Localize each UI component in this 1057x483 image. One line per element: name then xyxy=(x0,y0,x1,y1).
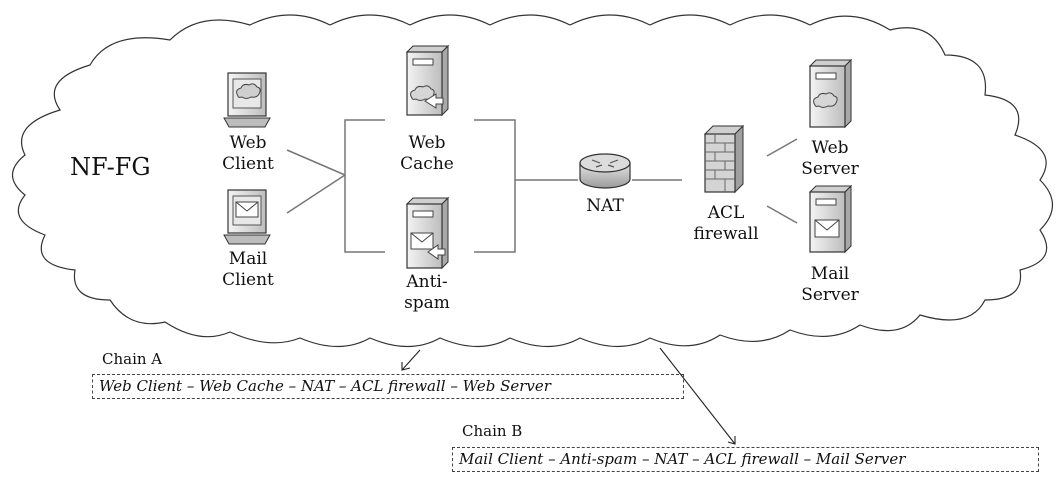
web-cache-icon xyxy=(405,44,450,117)
nat-label: NAT xyxy=(565,196,645,217)
mail-client-label: Mail Client xyxy=(208,249,288,291)
anti-spam-label: Anti- spam xyxy=(387,272,467,314)
web-server-label: Web Server xyxy=(790,138,870,180)
links xyxy=(286,119,798,253)
mail-server-label-line-1: Mail xyxy=(810,264,850,284)
mail-client-label-line-1: Mail xyxy=(228,249,268,269)
nat-router-icon xyxy=(579,153,631,189)
acl-firewall-label-line-1: ACL xyxy=(707,203,745,223)
web-cache-label-line-2: Cache xyxy=(400,154,454,174)
chain-b-name: Chain B xyxy=(462,422,523,440)
web-server-label-line-1: Web xyxy=(811,138,849,158)
web-client-icon xyxy=(223,72,271,128)
web-cache-label-line-1: Web xyxy=(408,133,446,153)
mail-server-label-line-2: Server xyxy=(801,285,859,305)
web-client-label-line-2: Client xyxy=(222,154,274,174)
acl-firewall-label-line-2: firewall xyxy=(693,224,759,244)
anti-spam-label-line-2: spam xyxy=(404,293,450,313)
mail-client-icon xyxy=(223,189,271,245)
nat-label-line-1: NAT xyxy=(586,196,624,216)
chain-a-name: Chain A xyxy=(102,350,163,368)
web-cache-label: Web Cache xyxy=(387,133,467,175)
chain-arrows xyxy=(401,347,736,445)
chain-b-path: Mail Client – Anti-spam – NAT – ACL fire… xyxy=(452,447,1039,472)
anti-spam-label-line-1: Anti- xyxy=(406,272,448,292)
mail-server-label: Mail Server xyxy=(790,264,870,306)
web-client-label-line-1: Web xyxy=(229,133,267,153)
web-server-label-line-2: Server xyxy=(801,159,859,179)
chain-a-path: Web Client – Web Cache – NAT – ACL firew… xyxy=(92,374,684,399)
web-client-label: Web Client xyxy=(208,133,288,175)
web-server-icon xyxy=(808,58,853,129)
acl-firewall-icon xyxy=(703,124,745,194)
mail-server-icon xyxy=(808,184,853,254)
mail-client-label-line-2: Client xyxy=(222,270,274,290)
graph-title: NF-FG xyxy=(70,153,151,181)
acl-firewall-label: ACL firewall xyxy=(686,203,766,245)
anti-spam-icon xyxy=(405,196,450,270)
